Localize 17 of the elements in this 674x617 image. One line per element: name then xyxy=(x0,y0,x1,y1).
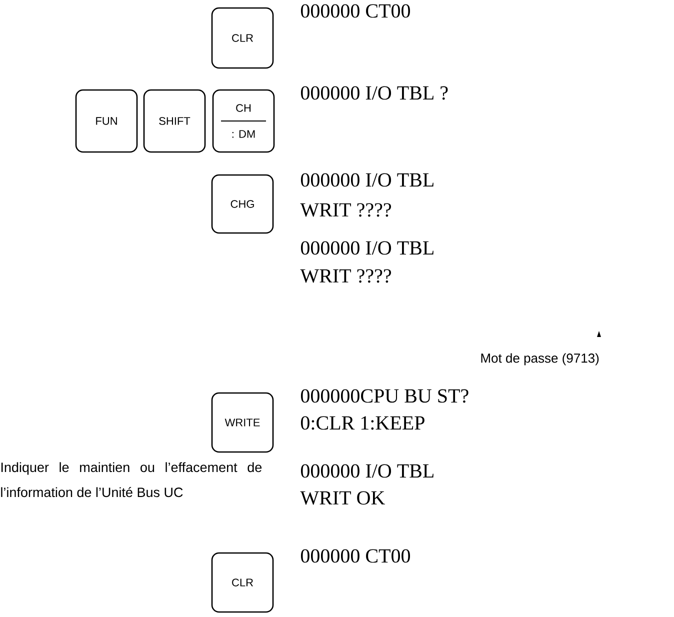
display-text: 0:CLR 1:KEEP xyxy=(300,416,424,430)
display-text: 000000 I/O TBL xyxy=(300,173,434,187)
display-text: WRIT ???? xyxy=(300,203,391,217)
key-button: FUN xyxy=(75,89,138,153)
key-button: CLR xyxy=(211,7,274,69)
key-button: CH : DM xyxy=(212,89,275,153)
display-text: 000000 I/O TBL xyxy=(300,464,434,478)
key-button: CLR xyxy=(211,552,274,613)
display-text: 000000CPU BU ST? xyxy=(300,389,468,403)
key-button: CHG xyxy=(211,174,274,234)
key-button: WRITE xyxy=(211,392,274,453)
display-text: WRIT ???? xyxy=(300,269,391,283)
key-button: SHIFT xyxy=(143,89,206,153)
note-text: Mot de passe (9713) xyxy=(481,353,599,366)
display-text: WRIT OK xyxy=(300,491,385,505)
note-text: Indiquer le maintien ou l’effacement de l’information de l’Unité Bus UC xyxy=(1,462,262,498)
display-text: 000000 I/O TBL ? xyxy=(300,86,448,100)
